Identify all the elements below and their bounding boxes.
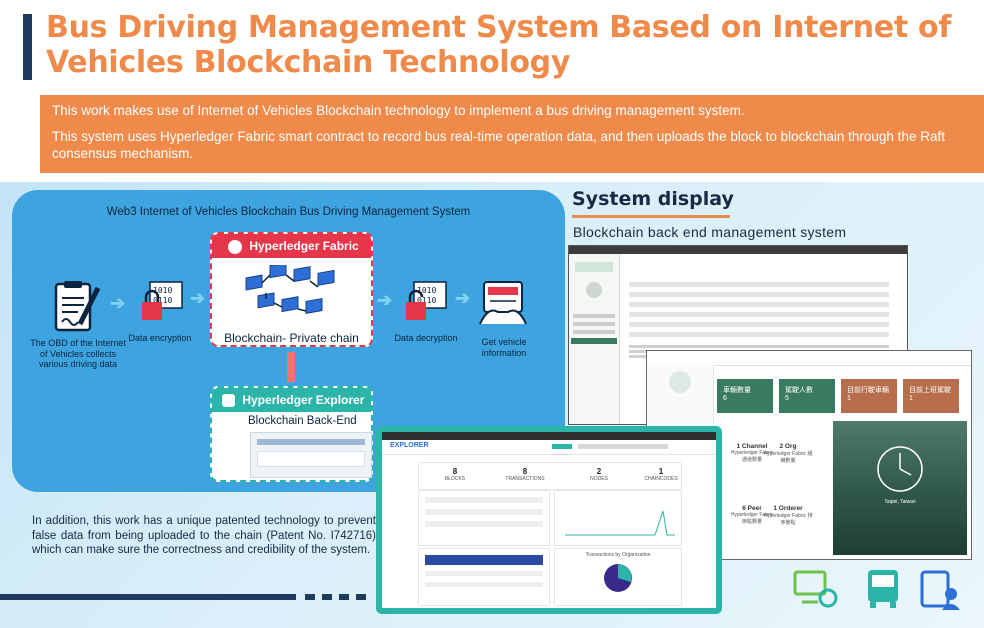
explorer-logo: EXPLORER bbox=[390, 442, 429, 449]
fabric-caption: Blockchain- Private chain bbox=[224, 331, 359, 345]
blockchain-cubes-icon bbox=[245, 265, 335, 314]
clipboard-user-icon bbox=[920, 570, 960, 610]
computer-gear-icon bbox=[793, 570, 838, 608]
dashboard-tile: 目前行駛車輛 1 bbox=[841, 379, 897, 413]
svg-text:0110: 0110 bbox=[153, 296, 172, 305]
explorer-thumbnail bbox=[250, 432, 372, 478]
line-chart-thumbnail bbox=[554, 490, 682, 546]
svg-text:0110: 0110 bbox=[417, 296, 436, 305]
card-title: 1 Orderer bbox=[773, 505, 803, 512]
system-display-title: System display bbox=[572, 188, 734, 210]
stat-value: 8 bbox=[452, 467, 458, 476]
intro-line-1: This work makes use of Internet of Vehic… bbox=[52, 103, 745, 118]
arrow-right-icon: ➔ bbox=[377, 290, 393, 310]
vehicle-info-label: Get vehicle information bbox=[481, 337, 527, 358]
encrypted-data-icon: 1010 0110 bbox=[142, 281, 183, 320]
explorer-logo-icon bbox=[222, 394, 235, 408]
card-title: 1 Channel bbox=[736, 443, 768, 450]
footer-bar bbox=[0, 594, 296, 600]
intro-line-2: This system uses Hyperledger Fabric smar… bbox=[52, 129, 945, 161]
arrow-right-icon: ➔ bbox=[190, 288, 206, 308]
dashboard-tile: 車輛數量 6 bbox=[717, 379, 773, 413]
connector-arrow bbox=[287, 352, 295, 382]
title-underline bbox=[572, 215, 730, 218]
decrypted-data-icon: 1010 0110 bbox=[406, 281, 447, 320]
fabric-header-label: Hyperledger Fabric bbox=[249, 239, 359, 253]
explorer-caption: Blockchain Back-End bbox=[248, 415, 357, 427]
patent-note: In addition, this work has a unique pate… bbox=[32, 515, 376, 556]
card-subtitle: Hyperledger Fabric 通道數量 bbox=[730, 450, 774, 463]
explorer-header-label: Hyperledger Explorer bbox=[242, 393, 365, 407]
stat-value: 8 bbox=[522, 467, 528, 476]
stat-label: TRANSACTIONS bbox=[505, 476, 545, 482]
card-subtitle: Hyperledger Fabric 排序節點 bbox=[763, 513, 813, 526]
page-title: Bus Driving Management System Based on I… bbox=[46, 10, 952, 80]
vehicle-info-icon bbox=[479, 281, 527, 325]
system-display-subtitle: Blockchain back end management system bbox=[573, 224, 847, 240]
clipboard-pen-icon bbox=[54, 281, 101, 332]
intro-box: This work makes use of Internet of Vehic… bbox=[40, 95, 984, 173]
stat-label: CHAINCODES bbox=[644, 476, 678, 482]
decryption-label: Data decryption bbox=[394, 333, 458, 343]
arrow-right-icon: ➔ bbox=[455, 288, 471, 308]
hyperledger-logo-icon bbox=[228, 239, 242, 254]
dashboard-tile: 目前上班駕駛 1 bbox=[903, 379, 959, 413]
diagram-title: Web3 Internet of Vehicles Blockchain Bus… bbox=[106, 206, 471, 218]
explorer-screenshot: EXPLORER 8 BLOCKS 8 TRANSACTIONS 2 NODES… bbox=[382, 432, 716, 608]
clock-caption: Taipei, Taiwan bbox=[884, 499, 916, 505]
card-title: 6 Peer bbox=[742, 505, 762, 512]
pie-title: Transactions by Organization bbox=[585, 552, 651, 558]
stat-label: BLOCKS bbox=[444, 476, 466, 482]
card-subtitle: Hyperledger Fabric 組織數量 bbox=[763, 451, 813, 464]
encryption-label: Data encryption bbox=[128, 333, 192, 343]
arrow-right-icon: ➔ bbox=[110, 293, 126, 313]
stat-value: 2 bbox=[596, 467, 602, 476]
bus-icon bbox=[868, 570, 898, 608]
svg-text:1010: 1010 bbox=[153, 286, 172, 295]
stat-label: NODES bbox=[590, 476, 608, 482]
card-title: 2 Org bbox=[779, 443, 797, 450]
explorer-header: Hyperledger Explorer bbox=[212, 388, 371, 412]
fabric-header: Hyperledger Fabric bbox=[212, 234, 371, 258]
obd-label: The OBD of the Internet of Vehicles coll… bbox=[30, 338, 126, 369]
stat-value: 1 bbox=[658, 467, 664, 476]
svg-text:1010: 1010 bbox=[417, 286, 436, 295]
clock-icon bbox=[877, 446, 923, 492]
clock-landscape-image: Taipei, Taiwan bbox=[833, 421, 967, 555]
card-subtitle: Hyperledger Fabric 節點數量 bbox=[730, 512, 774, 525]
title-accent-bar bbox=[23, 14, 32, 80]
pie-chart-thumbnail bbox=[604, 564, 632, 592]
dashboard-tile: 駕駛人數 5 bbox=[779, 379, 835, 413]
